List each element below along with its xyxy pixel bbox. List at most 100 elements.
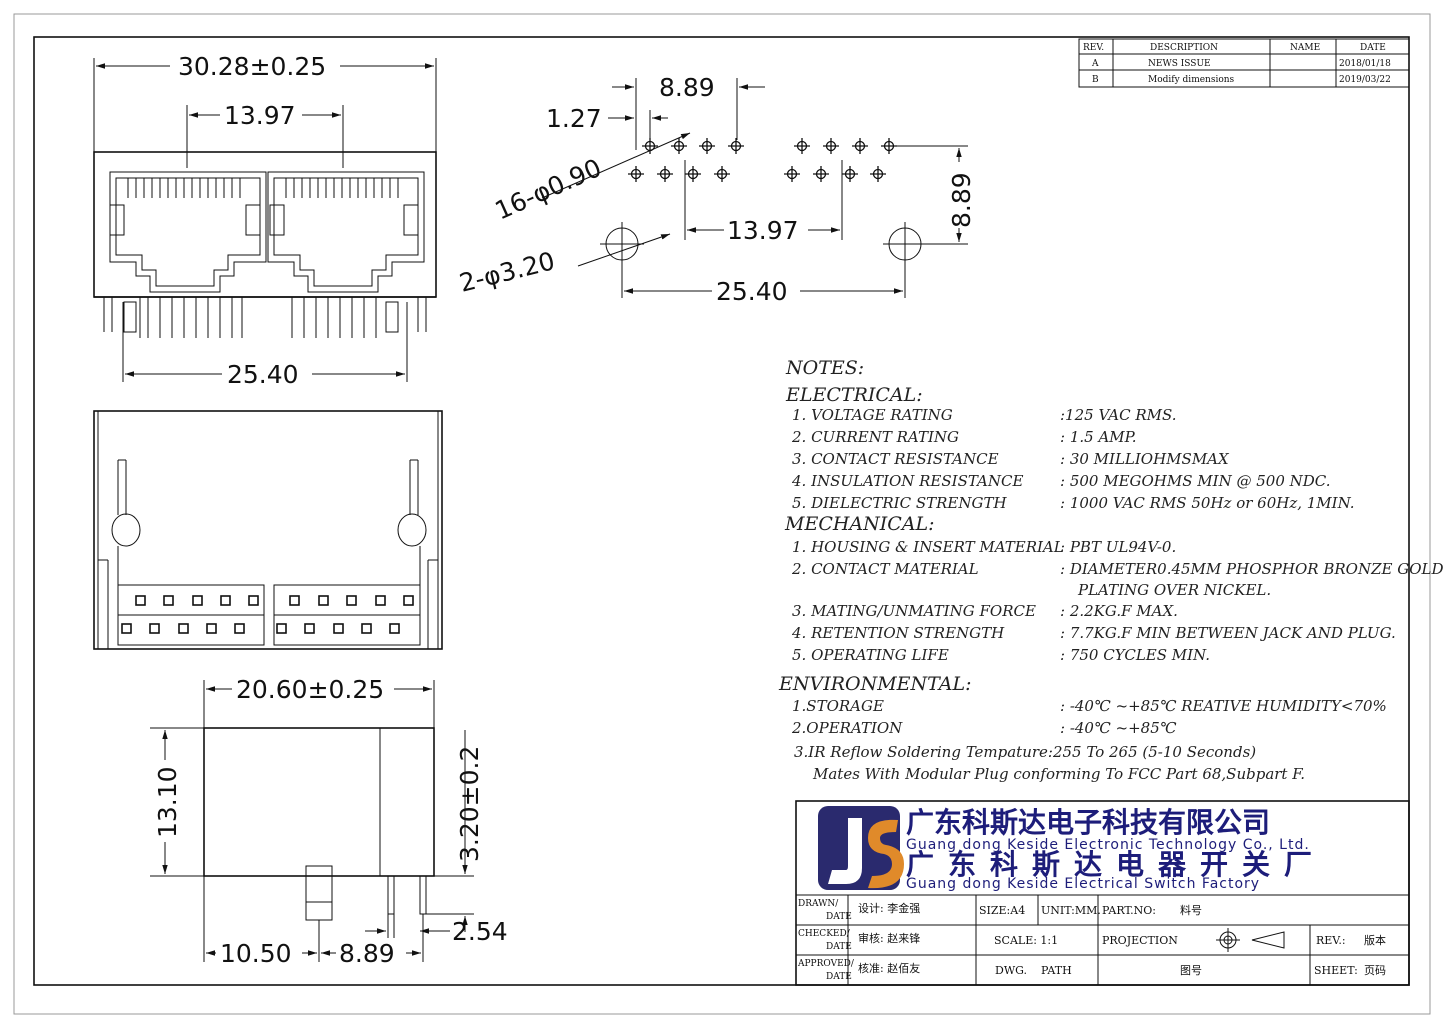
revision-table: REV. DESCRIPTION NAME DATE A NEWS ISSUE … xyxy=(1078,38,1410,88)
electrical-item-label: 2. CURRENT RATING xyxy=(791,428,959,446)
path-label: PATH xyxy=(1041,964,1072,977)
part-no-label: PART.NO: xyxy=(1102,904,1156,917)
mates-note: Mates With Modular Plug conforming To FC… xyxy=(812,765,1305,783)
company-en-1: Guang dong Keside Electronic Technology … xyxy=(906,837,1310,853)
mechanical-item-value: : 7.7KG.F MIN BETWEEN JACK AND PLUG. xyxy=(1060,624,1396,642)
pin-hole-crosshair xyxy=(842,166,858,182)
checked-label: CHECKED/ xyxy=(798,929,851,939)
unit-label: UNIT:MM. xyxy=(1041,904,1101,917)
electrical-item-label: 4. INSULATION RESISTANCE xyxy=(791,472,1023,490)
mechanical-title: MECHANICAL: xyxy=(784,513,935,535)
rev-label: REV.: xyxy=(1316,934,1346,947)
drawing-number: 图号 xyxy=(1180,964,1202,977)
rev-b: B xyxy=(1092,75,1099,85)
notes-section: NOTES: ELECTRICAL: 1. VOLTAGE RATING :125… xyxy=(778,357,1443,783)
dim-pcb-pin-hole: 16-φ0.90 xyxy=(491,153,606,225)
dim-side-post-offset: 10.50 xyxy=(220,939,292,968)
pin-hole-crosshair xyxy=(685,166,701,182)
dim-port-pitch-top: 13.97 xyxy=(224,101,296,130)
electrical-item-value: : 30 MILLIOHMSMAX xyxy=(1060,450,1230,468)
company-cn-2: 广东科斯达电器开关厂 xyxy=(906,848,1326,881)
pin-hole-crosshair xyxy=(671,138,687,154)
rev-a-description: NEWS ISSUE xyxy=(1148,59,1211,69)
dim-front-width: 30.28±0.25 xyxy=(178,52,326,81)
pcb-pin-holes xyxy=(628,138,897,182)
pin-hole-crosshair xyxy=(714,166,730,182)
mechanical-item-value: : DIAMETER0.45MM PHOSPHOR BRONZE GOLD xyxy=(1060,560,1443,578)
environmental-item-value: : -40℃ ~+85℃ xyxy=(1060,719,1177,737)
electrical-item-value: : 500 MEGOHMS MIN @ 500 NDC. xyxy=(1060,472,1331,490)
mechanical-item-value-cont: PLATING OVER NICKEL. xyxy=(1077,581,1271,599)
rev-a: A xyxy=(1091,59,1099,69)
rev-header: REV. xyxy=(1083,43,1104,53)
rev-b-date: 2019/03/22 xyxy=(1339,75,1391,85)
dim-side-height: 13.10 xyxy=(153,766,182,838)
title-block: 广东科斯达电子科技有限公司 Guang dong Keside Electron… xyxy=(795,800,1410,986)
dwg-label: DWG. xyxy=(995,964,1027,977)
design-by: 设计: 李金强 xyxy=(858,901,920,915)
pin-hole-crosshair xyxy=(628,166,644,182)
outer-border xyxy=(13,13,1431,1015)
description-header: DESCRIPTION xyxy=(1150,43,1218,53)
company-logo: 广东科斯达电子科技有限公司 Guang dong Keside Electron… xyxy=(818,806,1326,892)
dim-pcb-row-spacing: 8.89 xyxy=(659,73,715,102)
projection-symbol xyxy=(1216,928,1285,952)
electrical-title: ELECTRICAL: xyxy=(785,384,923,406)
front-view: 30.28±0.25 13.97 xyxy=(93,52,437,389)
pin-hole-crosshair xyxy=(823,138,839,154)
pin-hole-crosshair xyxy=(794,138,810,154)
sheet-value: 页码 xyxy=(1364,964,1386,977)
rev-a-date: 2018/01/18 xyxy=(1339,59,1391,69)
mechanical-item-value: : 2.2KG.F MAX. xyxy=(1060,602,1178,620)
mechanical-item-label: 3. MATING/UNMATING FORCE xyxy=(792,602,1036,620)
mechanical-item-label: 2. CONTACT MATERIAL xyxy=(791,560,979,578)
pin-hole-crosshair xyxy=(813,166,829,182)
pin-hole-crosshair xyxy=(657,166,673,182)
dim-pin-span-bottom: 25.40 xyxy=(227,360,299,389)
dim-pcb-post-hole: 2-φ3.20 xyxy=(456,246,557,298)
mechanical-list: 1. HOUSING & INSERT MATERIAL: PBT UL94V-… xyxy=(791,538,1443,664)
environmental-item-label: 2.OPERATION xyxy=(791,719,903,737)
dim-side-pin-pitch: 2.54 xyxy=(452,917,508,946)
date-header: DATE xyxy=(1360,43,1386,53)
mechanical-item-value: : PBT UL94V-0. xyxy=(1060,538,1176,556)
environmental-title: ENVIRONMENTAL: xyxy=(778,673,972,695)
pin-hole-crosshair xyxy=(784,166,800,182)
environmental-list: 1.STORAGE : -40℃ ~+85℃ REATIVE HUMIDITY<7… xyxy=(791,697,1387,737)
approved-label: APPROVED/ xyxy=(797,959,855,969)
electrical-item-label: 3. CONTACT RESISTANCE xyxy=(792,450,999,468)
rev-b-description: Modify dimensions xyxy=(1148,75,1235,85)
pin-hole-crosshair xyxy=(852,138,868,154)
environmental-item-label: 1.STORAGE xyxy=(792,697,884,715)
name-header: NAME xyxy=(1290,43,1320,53)
electrical-item-value: :125 VAC RMS. xyxy=(1060,406,1177,424)
electrical-item-label: 1. VOLTAGE RATING xyxy=(792,406,953,424)
electrical-list: 1. VOLTAGE RATING :125 VAC RMS. 2. CURRENT… xyxy=(791,406,1355,512)
electrical-item-value: : 1.5 AMP. xyxy=(1060,428,1136,446)
company-cn-1: 广东科斯达电子科技有限公司 xyxy=(906,806,1270,839)
approved-date: DATE xyxy=(826,972,852,982)
drawn-date: DATE xyxy=(826,912,852,922)
notes-title: NOTES: xyxy=(785,357,864,379)
dim-side-depth: 20.60±0.25 xyxy=(236,675,384,704)
company-en-2: Guang dong Keside Electrical Switch Fact… xyxy=(906,876,1260,892)
pcb-layout: 8.89 1.27 16-φ0.90 2-φ3.20 13.97 25.40 xyxy=(456,73,976,306)
dim-side-pin-spacing: 8.89 xyxy=(339,939,395,968)
approve-by: 核准: 赵佰友 xyxy=(858,961,920,975)
electrical-item-value: : 1000 VAC RMS 50Hz or 60Hz, 1MIN. xyxy=(1060,494,1355,512)
dim-pcb-post-span: 25.40 xyxy=(716,277,788,306)
rev-value: 版本 xyxy=(1364,933,1386,947)
pin-hole-crosshair xyxy=(699,138,715,154)
reflow-note: 3.IR Reflow Soldering Tempature:255 To 2… xyxy=(794,743,1256,761)
mechanical-item-label: 5. OPERATING LIFE xyxy=(792,646,949,664)
sheet-label: SHEET: xyxy=(1314,964,1358,977)
mechanical-item-value: : 750 CYCLES MIN. xyxy=(1060,646,1210,664)
projection-label: PROJECTION xyxy=(1102,934,1178,947)
mechanical-item-label: 4. RETENTION STRENGTH xyxy=(791,624,1005,642)
drawn-label: DRAWN/ xyxy=(798,899,839,909)
mechanical-item-label: 1. HOUSING & INSERT MATERIAL xyxy=(792,538,1064,556)
part-no-value: 料号 xyxy=(1180,903,1202,917)
environmental-item-value: : -40℃ ~+85℃ REATIVE HUMIDITY<70% xyxy=(1060,697,1387,715)
dim-pcb-pin-pitch: 1.27 xyxy=(546,104,602,133)
